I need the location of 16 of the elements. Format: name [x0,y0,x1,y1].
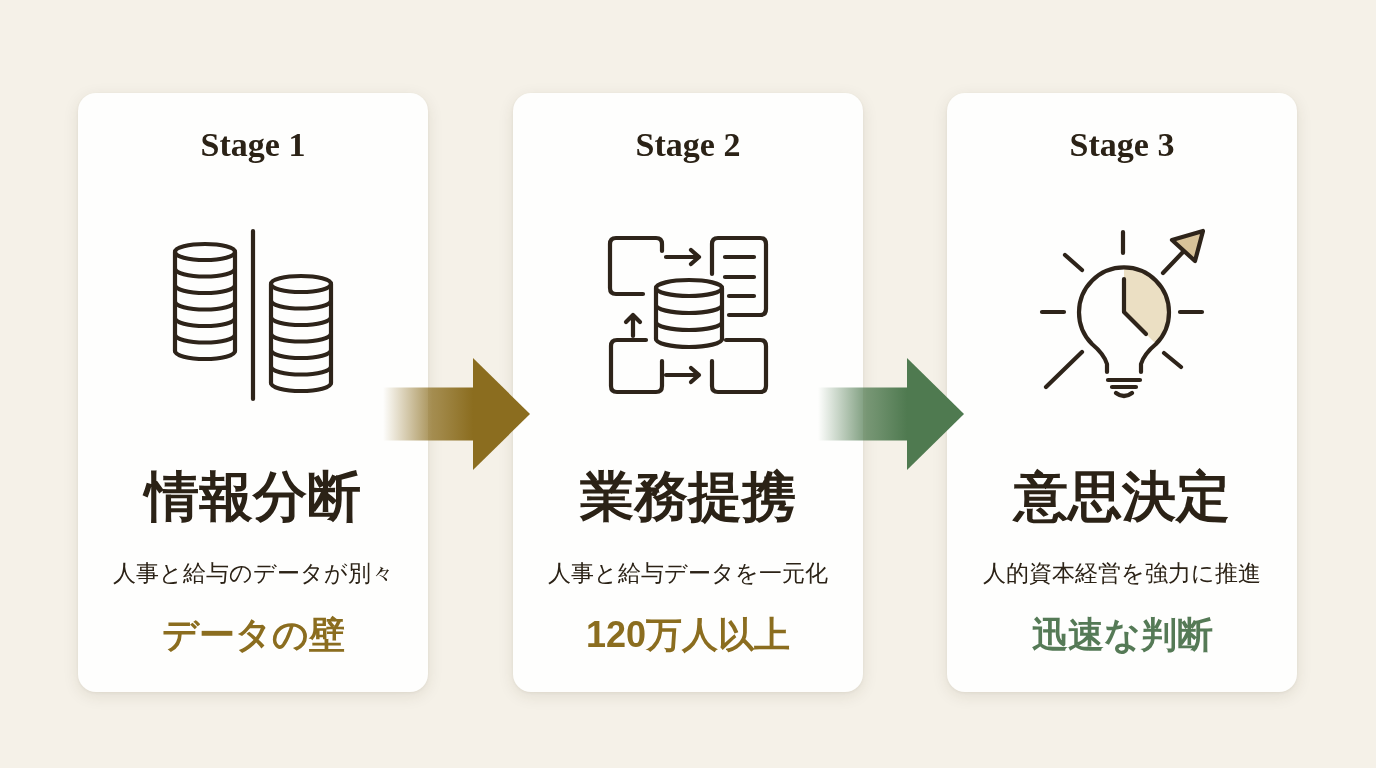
stage-label: Stage 1 [200,125,306,165]
stage-card [947,93,1297,692]
highlight-text: データの壁 [161,613,345,657]
description: 人的資本経営を強力に推進 [983,559,1261,587]
stage-title: 業務提携 [580,466,796,529]
block-arrow [818,358,964,470]
stage-card [78,93,428,692]
stage-title: 意思決定 [1014,466,1230,529]
description: 人事と給与のデータが別々 [112,559,394,587]
stage-label: Stage 2 [635,125,741,165]
stage-label: Stage 3 [1069,125,1175,165]
highlight-text: 120万人以上 [585,613,791,657]
stage-card [513,93,863,692]
block-arrow [383,358,530,470]
description: 人事と給与データを一元化 [548,559,828,587]
highlight-text: 迅速な判断 [1031,613,1213,657]
